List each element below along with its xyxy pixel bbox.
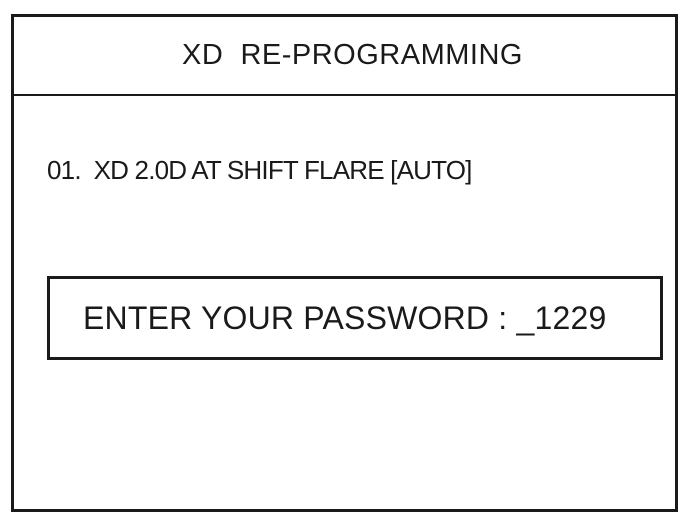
password-label: ENTER YOUR PASSWORD : <box>83 299 517 336</box>
title-bar: XD RE-PROGRAMMING <box>14 17 675 96</box>
password-field[interactable]: _1229 <box>516 299 607 336</box>
screen-title: XD RE-PROGRAMMING <box>182 39 523 71</box>
menu-item-shift-flare[interactable]: 01. XD 2.0D AT SHIFT FLARE [AUTO] <box>47 155 472 185</box>
password-entry-box[interactable]: ENTER YOUR PASSWORD : _1229 <box>47 276 663 360</box>
reprogramming-screen: XD RE-PROGRAMMING 01. XD 2.0D AT SHIFT F… <box>11 14 678 512</box>
